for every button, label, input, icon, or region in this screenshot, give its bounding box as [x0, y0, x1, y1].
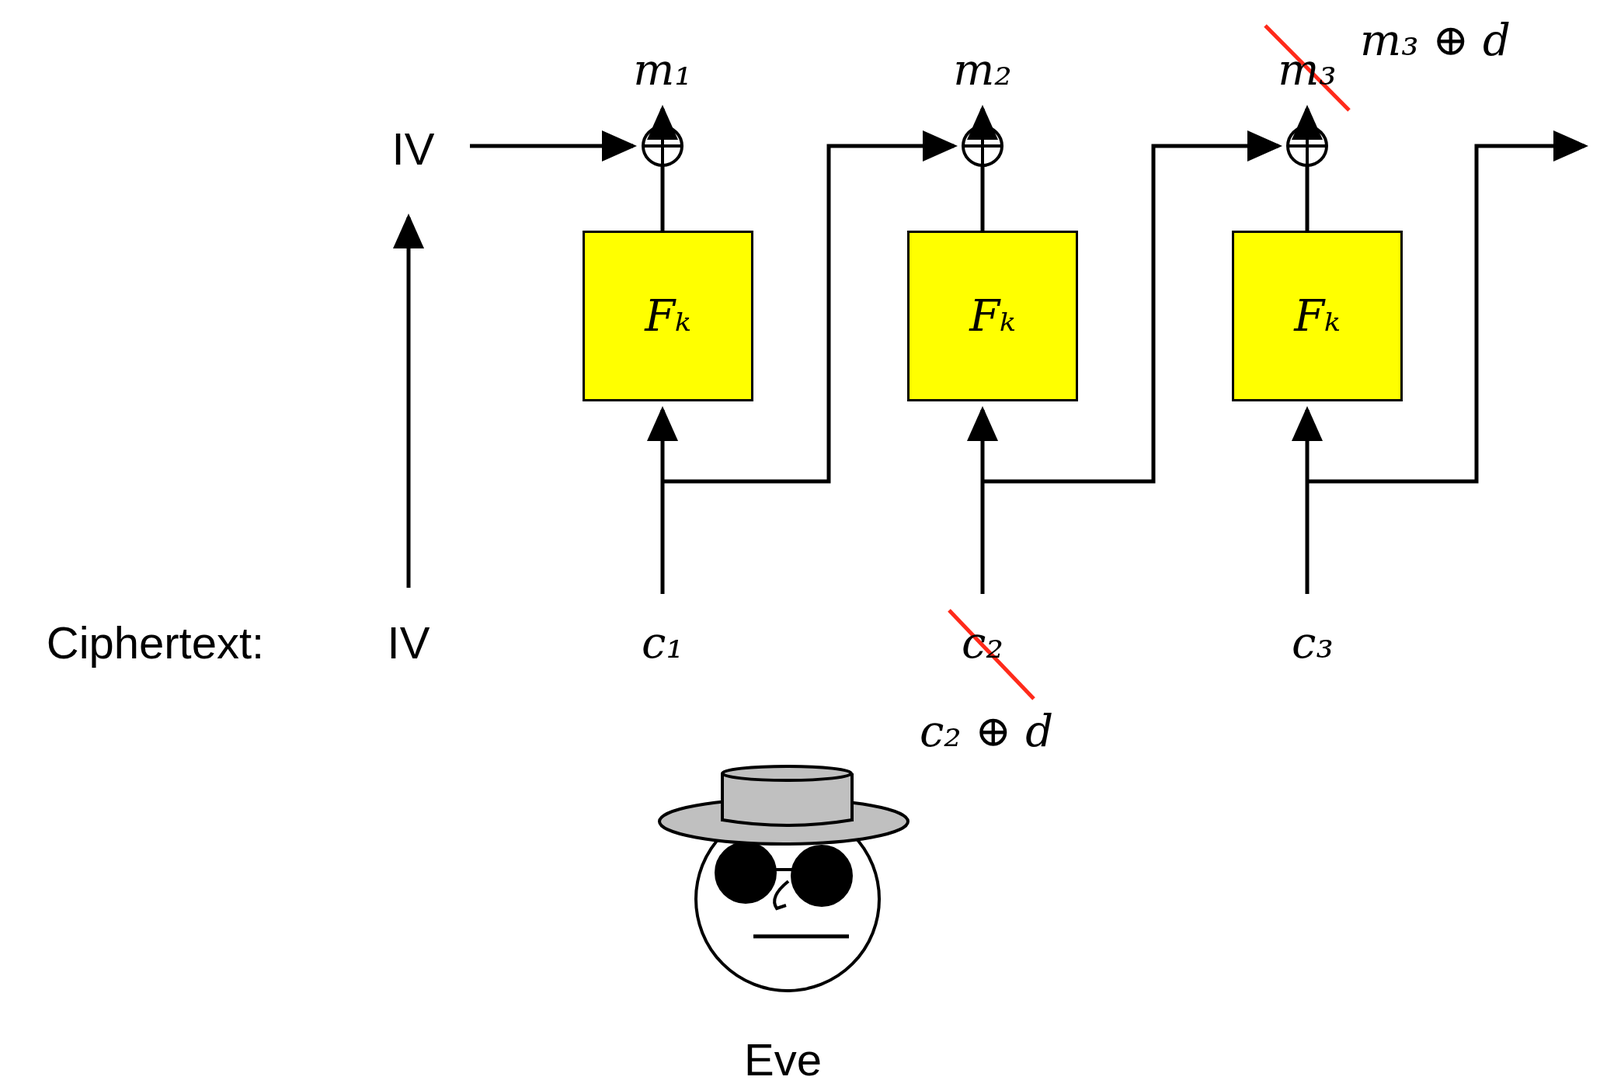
- ciphertext-label: c₃: [1291, 619, 1334, 668]
- strike-mark: [1265, 25, 1350, 111]
- eve-figure: [659, 766, 908, 992]
- cipher-wire: [1305, 410, 1310, 595]
- wire: [660, 108, 665, 126]
- cipher-wire: [980, 410, 985, 595]
- wire: [1305, 166, 1310, 231]
- function-box: Fₖ: [907, 230, 1079, 402]
- modified-ciphertext-label: c₂ ⊕ d: [919, 707, 1054, 756]
- plaintext-label: m₁: [633, 45, 693, 94]
- function-name: Fₖ: [1293, 292, 1340, 341]
- plaintext-label: m₂: [953, 45, 1013, 94]
- function-name: Fₖ: [644, 292, 691, 341]
- wire: [660, 166, 665, 231]
- character-name: Eve: [744, 1035, 822, 1086]
- plaintext-label: m₃: [1277, 45, 1337, 94]
- modified-plaintext-label: m₃ ⊕ d: [1360, 16, 1511, 65]
- wire: [1305, 108, 1310, 126]
- function-box: Fₖ: [1231, 230, 1403, 402]
- iv-label: IV: [387, 618, 431, 668]
- ciphertext-label: c₁: [641, 619, 684, 668]
- wire: [980, 166, 985, 231]
- function-name: Fₖ: [969, 292, 1016, 341]
- iv-wire: [406, 217, 411, 588]
- xor-symbol: [1287, 126, 1327, 166]
- iv-wire: [469, 144, 634, 149]
- strike-mark: [949, 610, 1034, 700]
- row-label: Ciphertext:: [46, 618, 265, 668]
- function-box: Fₖ: [582, 230, 754, 402]
- xor-symbol: [643, 126, 682, 166]
- iv-label: IV: [392, 124, 435, 174]
- wire: [980, 108, 985, 126]
- ciphertext-label: c₂: [961, 619, 1004, 668]
- xor-symbol: [963, 126, 1002, 166]
- cipher-wire: [660, 410, 665, 595]
